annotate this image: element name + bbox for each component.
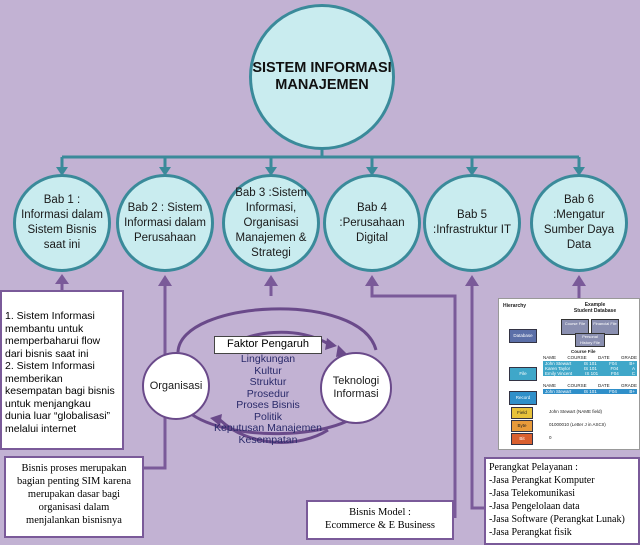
table-row: John Stewart IS 101 F04 B+: [543, 361, 637, 366]
teknologi-label: Teknologi Informasi: [332, 375, 380, 400]
col-name: NAME: [543, 383, 557, 388]
bab5-note-item: -Jasa Pengelolaan data: [489, 501, 580, 512]
col-course: COURSE: [567, 355, 587, 360]
main-title-circle: SISTEM INFORMASI MANAJEMEN: [249, 4, 395, 150]
table-row: Emily Vincent IS 101 F04 C: [543, 371, 637, 376]
chapter-circle-1[interactable]: Bab 1 : Informasi dalam Sistem Bisnis sa…: [13, 174, 111, 272]
cell: Karen Taylor: [545, 366, 571, 371]
record-header: NAME COURSE DATE GRADE: [543, 383, 637, 388]
bab5-note: Perangkat Pelayanan : -Jasa Perangkat Ko…: [484, 457, 640, 545]
cell: F04: [609, 389, 617, 394]
faktor-title: Faktor Pengaruh: [227, 338, 309, 350]
chapter-label: Bab 3 :Sistem Informasi, Organisasi Mana…: [235, 186, 307, 259]
example-line1: Example: [584, 302, 606, 308]
teknologi-circle: Teknologi Informasi: [320, 352, 392, 424]
faktor-item: Kesempatan: [238, 433, 298, 446]
data-hierarchy-figure: Hierarchy Example Student Database Datab…: [498, 298, 640, 450]
col-date: DATE: [597, 355, 610, 360]
chapter-label: Bab 5 :Infrastruktur IT: [433, 209, 511, 236]
cell: C: [631, 371, 635, 376]
chapter-label: Bab 4 :Perusahaan Digital: [339, 201, 405, 244]
faktor-item: Politik: [253, 410, 282, 423]
cell: John Stewart: [545, 361, 572, 366]
chapter-circle-6[interactable]: Bab 6 :Mengatur Sumber Daya Data: [530, 174, 628, 272]
example-line2: Student Database: [573, 308, 617, 314]
bit-level: Bit: [511, 433, 533, 445]
bab5-note-title: Perangkat Pelayanan :: [489, 462, 578, 473]
bit-example: 0: [549, 435, 552, 440]
bab4-note: Bisnis Model : Ecommerce & E Business: [306, 500, 454, 540]
organisasi-circle: Organisasi: [142, 352, 210, 420]
cell: A: [631, 366, 635, 371]
cell: Emily Vincent: [545, 371, 573, 376]
bab5-note-item: -Jasa Perangkat fisik: [489, 527, 572, 538]
financial-file-box: Financial File: [591, 319, 619, 335]
cell: B+: [629, 361, 635, 366]
col-course: COURSE: [567, 383, 587, 388]
main-title-line2: MANAJEMEN: [275, 77, 369, 93]
field-level: Field: [511, 407, 533, 419]
faktor-title-box: Faktor Pengaruh: [214, 336, 322, 354]
bab5-note-item: -Jasa Software (Perangkat Lunak): [489, 514, 625, 525]
bab1-note: 1. Sistem Informasi membantu untuk mempe…: [0, 290, 124, 450]
record-level: Record: [509, 391, 537, 405]
faktor-item: Prosedur: [246, 387, 290, 400]
organisasi-label: Organisasi: [149, 380, 203, 392]
chapter-label: Bab 2 : Sistem Informasi dalam Perusahaa…: [124, 201, 206, 244]
cell: F04: [610, 366, 619, 371]
col-grade: GRADE: [620, 383, 637, 388]
cell: F04: [611, 371, 619, 376]
faktor-item: Lingkungan: [240, 353, 296, 365]
personal-history-box: Personal History File: [575, 333, 605, 347]
bab5-note-item: -Jasa Telekomunikasi: [489, 488, 576, 499]
byte-example: 01000010 (Letter J in ASCII): [549, 422, 606, 427]
bab5-note-item: -Jasa Perangkat Komputer: [489, 475, 595, 486]
chapter-label: Bab 6 :Mengatur Sumber Daya Data: [543, 194, 615, 251]
main-title-line1: SISTEM INFORMASI: [252, 60, 392, 76]
cell: IS 101: [583, 366, 597, 371]
bab1-note-point-2: 2. Sistem Informasi memberikan kesempata…: [5, 360, 115, 435]
col-grade: GRADE: [620, 355, 637, 360]
cell: F04: [609, 361, 617, 366]
record-row: John Stewart IS 101 F04 B+: [543, 389, 637, 394]
faktor-item: Proses Bisnis: [236, 399, 300, 411]
faktor-item: Keputusan Manajemen: [214, 422, 322, 434]
col-name: NAME: [543, 355, 557, 360]
example-heading: Example Student Database: [565, 302, 625, 314]
bab4-note-line1: Bisnis Model :: [349, 507, 411, 518]
faktor-item: Struktur: [249, 376, 287, 388]
table-header: NAME COURSE DATE GRADE: [543, 355, 637, 360]
bab1-note-point-1: 1. Sistem Informasi membantu untuk mempe…: [5, 310, 101, 360]
field-example: John Stewart (NAME field): [549, 409, 603, 414]
file-level: File: [509, 367, 537, 381]
faktor-item: Kultur: [254, 364, 282, 377]
bab4-note-line2: Ecommerce & E Business: [325, 520, 435, 531]
chapter-circle-3[interactable]: Bab 3 :Sistem Informasi, Organisasi Mana…: [222, 174, 320, 272]
hierarchy-heading: Hierarchy: [503, 303, 527, 309]
table-row: Karen Taylor IS 101 F04 A: [543, 366, 637, 371]
chapter-circle-2[interactable]: Bab 2 : Sistem Informasi dalam Perusahaa…: [116, 174, 214, 272]
byte-level: Byte: [511, 420, 533, 432]
cell: IS 101: [585, 371, 599, 376]
cell: John Stewart: [545, 389, 572, 394]
database-level: Database: [509, 329, 537, 343]
course-file-heading: Course File: [571, 349, 596, 354]
bab2-note: Bisnis proses merupakan bagian penting S…: [4, 456, 144, 538]
col-date: DATE: [597, 383, 610, 388]
cell: IS 101: [583, 389, 597, 394]
faktor-list: Lingkungan Kultur Struktur Prosedur Pros…: [210, 353, 326, 446]
bab2-note-text: Bisnis proses merupakan bagian penting S…: [16, 463, 131, 526]
chapter-circle-4[interactable]: Bab 4 :Perusahaan Digital: [323, 174, 421, 272]
chapter-circle-5[interactable]: Bab 5 :Infrastruktur IT: [423, 174, 521, 272]
chapter-label: Bab 1 : Informasi dalam Sistem Bisnis sa…: [21, 194, 103, 251]
cell: IS 101: [583, 361, 597, 366]
cell: B+: [629, 389, 635, 394]
